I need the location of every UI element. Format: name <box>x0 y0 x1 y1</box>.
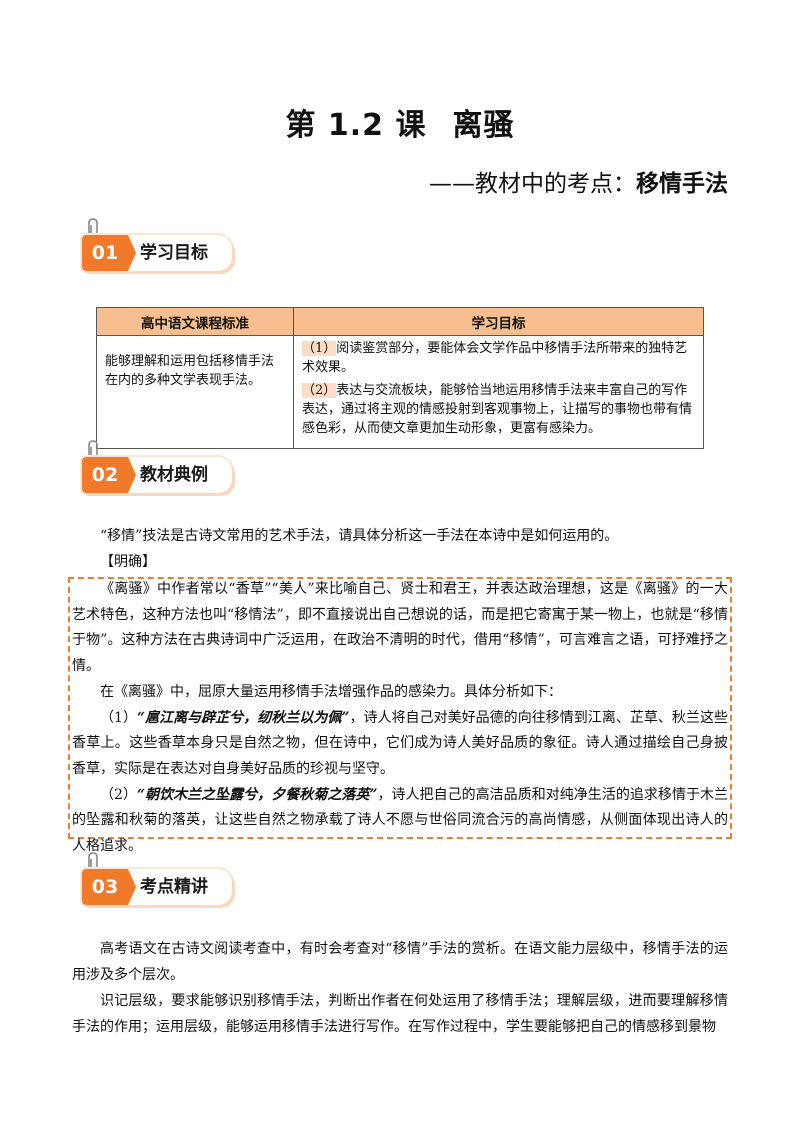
table-header-row: 高中语文课程标准 学习目标 <box>96 307 704 336</box>
poem-quote: “扈江离与辟芷兮，纫秋兰以为佩” <box>136 709 350 726</box>
goal-text: 阅读鉴赏部分，要能体会文学作品中移情手法所带来的独特艺术效果。 <box>302 341 688 375</box>
goal-number: （2） <box>302 383 337 398</box>
goal-item: （1）阅读鉴赏部分，要能体会文学作品中移情手法所带来的独特艺术效果。 <box>302 339 695 377</box>
exam-points-body: 高考语文在古诗文阅读考查中，有时会考查对“移情”手法的赏析。在语文能力层级中，移… <box>72 936 728 1040</box>
goal-text: 表达与交流板块，能够恰当地运用移情手法来丰富自己的写作表达，通过将主观的情感投射… <box>302 383 693 436</box>
section-number: 03 <box>82 869 136 905</box>
answer-paragraph: （1）“扈江离与辟芷兮，纫秋兰以为佩”，诗人将自己对美好品德的向往移情到江离、芷… <box>72 706 728 783</box>
table-row: 能够理解和运用包括移情手法在内的多种文学表现手法。 （1）阅读鉴赏部分，要能体会… <box>96 335 704 449</box>
lesson-title: 离骚 <box>452 108 515 143</box>
point-analysis: ，诗人把自己的高洁品质和对纯净生活的追求移情于木兰的坠露和秋菊的落英，让这些自然… <box>72 786 729 855</box>
section-badge: 01 学习目标 <box>82 235 232 271</box>
subtitle-prefix: ——教材中的考点： <box>429 171 636 197</box>
body-paragraph: 识记层级，要求能够识别移情手法，判断出作者在何处运用了移情手法；理解层级，进而要… <box>72 993 728 1035</box>
section-badge: 02 教材典例 <box>82 457 232 493</box>
section-badge: 03 考点精讲 <box>82 869 232 905</box>
section-number: 01 <box>82 235 136 271</box>
answer-box: 《离骚》中作者常以“香草”“美人”来比喻自己、贤士和君王，并表达政治理想，这是《… <box>72 577 728 860</box>
table-header-standard: 高中语文课程标准 <box>96 307 294 336</box>
page-subtitle: ——教材中的考点：移情手法 <box>429 164 728 198</box>
example-question: “移情”技法是古诗文常用的艺术手法，请具体分析这一手法在本诗中是如何运用的。 <box>100 528 619 544</box>
answer-box-border <box>68 577 732 839</box>
section-header-02: 02 教材典例 <box>82 440 252 498</box>
poem-quote: “朝饮木兰之坠露兮，夕餐秋菊之落英” <box>136 786 378 803</box>
section-number: 02 <box>82 457 136 493</box>
lesson-number: 第 1.2 课 <box>285 108 427 143</box>
subtitle-keyword: 移情手法 <box>636 171 728 197</box>
answer-paragraph: 《离骚》中作者常以“香草”“美人”来比喻自己、贤士和君王，并表达政治理想，这是《… <box>72 581 728 675</box>
point-number: （2） <box>100 786 137 803</box>
section-header-01: 01 学习目标 <box>82 218 252 276</box>
standard-cell: 能够理解和运用包括移情手法在内的多种文学表现手法。 <box>96 335 294 449</box>
section-title: 学习目标 <box>140 243 208 263</box>
body-paragraph: 高考语文在古诗文阅读考查中，有时会考查对“移情”手法的赏析。在语文能力层级中，移… <box>72 941 728 983</box>
answer-paragraph: （2）“朝饮木兰之坠露兮，夕餐秋菊之落英”，诗人把自己的高洁品质和对纯净生活的追… <box>72 783 728 860</box>
goal-number: （1） <box>302 341 337 356</box>
standards-table: 高中语文课程标准 学习目标 能够理解和运用包括移情手法在内的多种文学表现手法。 … <box>96 307 704 449</box>
answer-label: 【明确】 <box>100 554 156 570</box>
answer-paragraph: 在《离骚》中，屈原大量运用移情手法增强作品的感染力。具体分析如下： <box>100 683 562 700</box>
goal-item: （2）表达与交流板块，能够恰当地运用移情手法来丰富自己的写作表达，通过将主观的情… <box>302 381 695 438</box>
section-title: 教材典例 <box>140 465 208 485</box>
page-title: 第 1.2 课离骚 <box>0 100 800 144</box>
goals-cell: （1）阅读鉴赏部分，要能体会文学作品中移情手法所带来的独特艺术效果。 （2）表达… <box>293 335 704 449</box>
point-analysis: ，诗人将自己对美好品德的向往移情到江离、芷草、秋兰这些香草上。这些香草本身只是自… <box>72 709 729 777</box>
table-header-goals: 学习目标 <box>293 307 704 336</box>
point-number: （1） <box>100 709 137 726</box>
section-header-03: 03 考点精讲 <box>82 852 252 910</box>
section-title: 考点精讲 <box>140 877 208 897</box>
